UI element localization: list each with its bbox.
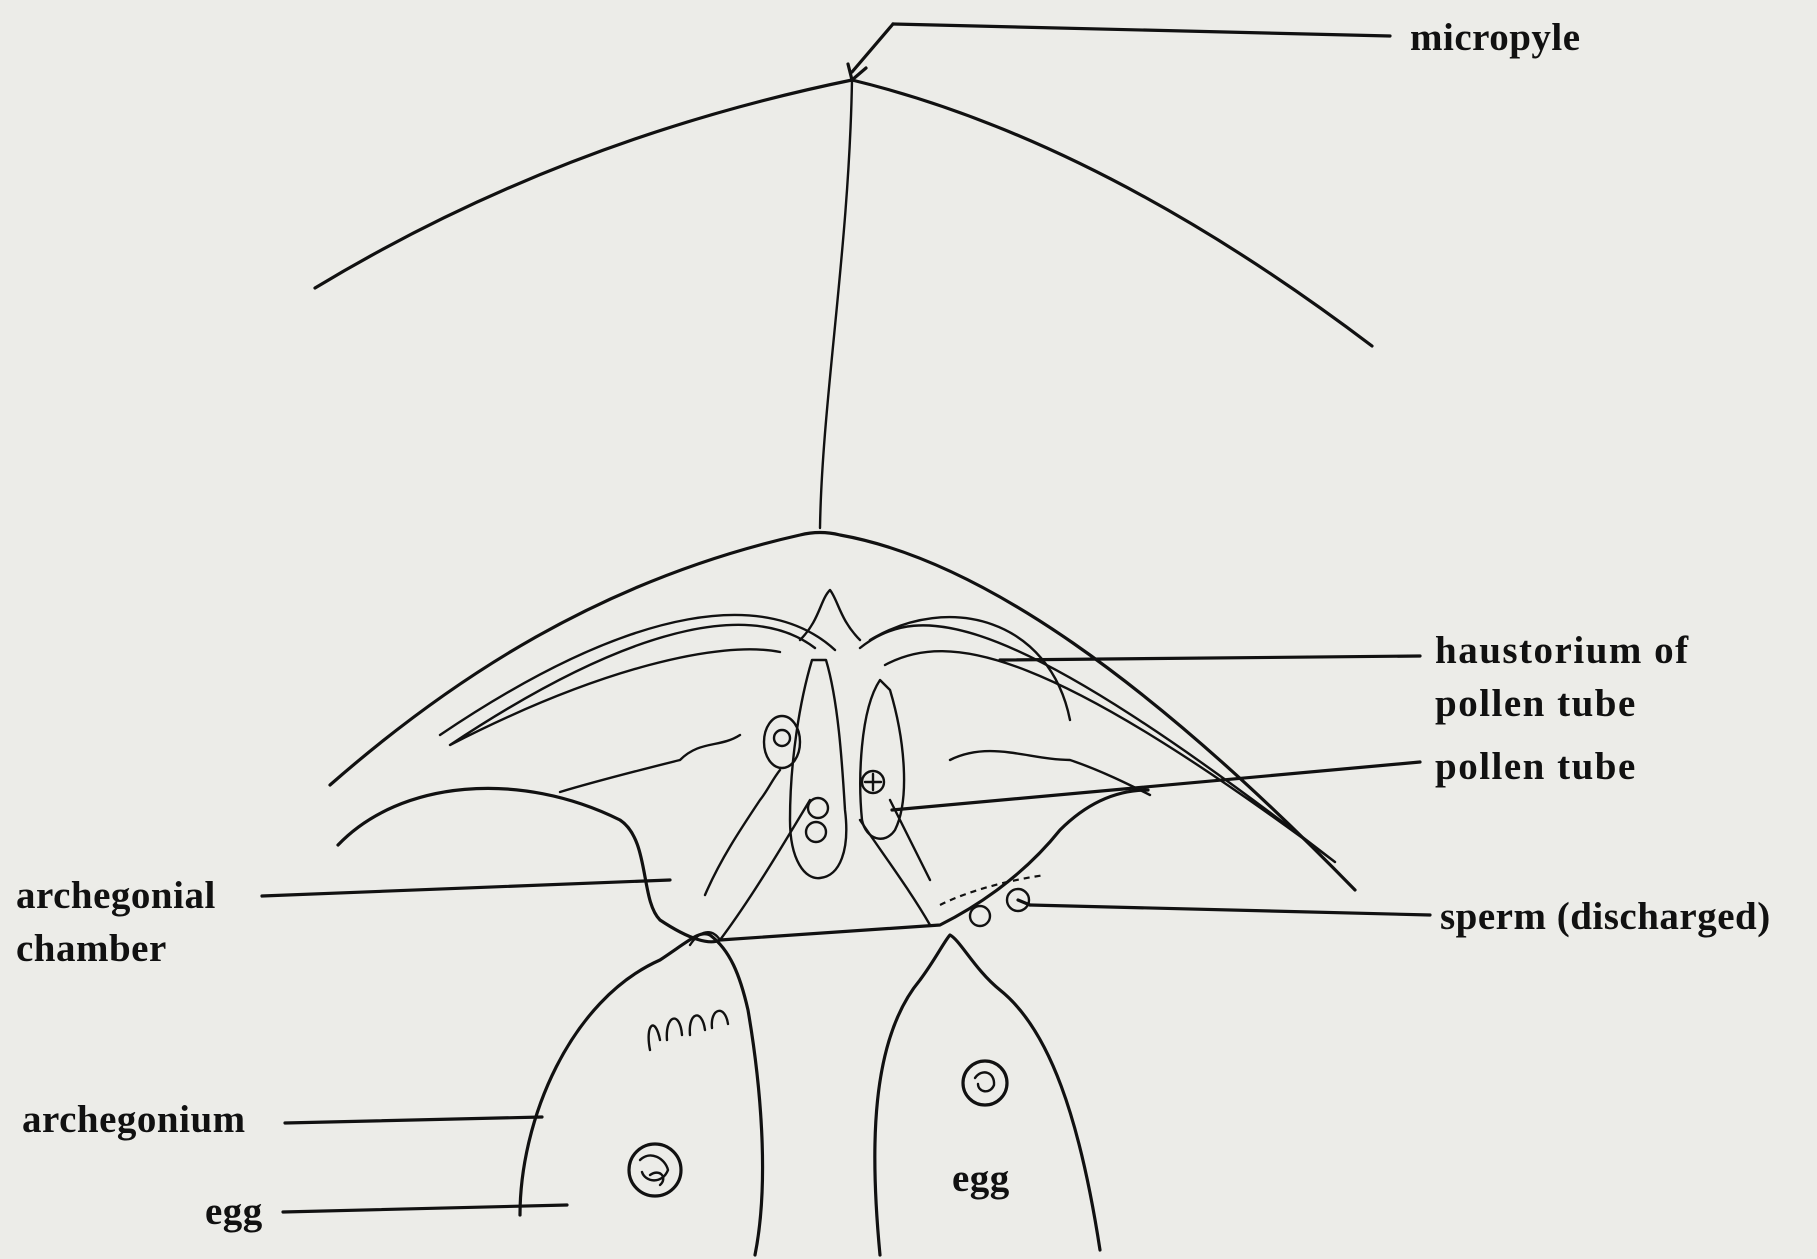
wavy-tissue-left [560, 735, 740, 792]
label-archegonium: archegonium [22, 1096, 246, 1144]
sperm-cell-2 [808, 798, 828, 818]
pollen-tube-left [790, 660, 846, 878]
label-sperm-discharged: sperm (discharged) [1440, 893, 1771, 941]
chamber-wall-right [860, 820, 930, 925]
leader-archegonial-chamber [262, 880, 670, 896]
haustorium-left-arm [450, 625, 815, 745]
label-pollen-tube: pollen tube [1435, 743, 1637, 791]
egg-nucleus-left-detail [640, 1155, 668, 1185]
egg-nucleus-right [963, 1061, 1007, 1105]
label-egg-left: egg [205, 1188, 263, 1236]
sperm-cell-3 [806, 822, 826, 842]
leader-micropyle [893, 24, 1390, 36]
micropylar-canal [820, 80, 852, 528]
egg-nucleus-left [629, 1144, 681, 1196]
leader-micropyle-bend [852, 24, 893, 72]
nucellus-outline [330, 533, 1355, 891]
sperm-cell-1 [774, 730, 790, 746]
archegonial-chamber-outline [338, 788, 1148, 941]
neck-cells [649, 1011, 728, 1050]
leader-haustorium [1000, 656, 1420, 660]
leader-egg [283, 1205, 567, 1212]
label-haustorium-line1: haustorium of [1435, 627, 1690, 675]
egg-nucleus-right-detail [975, 1072, 994, 1091]
chamber-wall-left [720, 800, 810, 940]
label-archegonial-chamber-line2: chamber [16, 925, 167, 973]
leader-pollen-tube [892, 762, 1420, 810]
label-archegonial-chamber-line1: archegonial [16, 872, 216, 920]
integument-outline [315, 80, 1372, 346]
label-micropyle: micropyle [1410, 14, 1581, 62]
wavy-tissue-left-2 [705, 770, 780, 895]
leader-sperm [1030, 905, 1430, 915]
label-haustorium-line2: pollen tube [1435, 680, 1637, 728]
leader-archegonium [285, 1117, 542, 1123]
archegonium-right-outline [875, 935, 1100, 1255]
wavy-tissue-right-2 [890, 800, 930, 880]
label-egg-right: egg [952, 1155, 1010, 1203]
discharged-sperm-1 [970, 906, 990, 926]
